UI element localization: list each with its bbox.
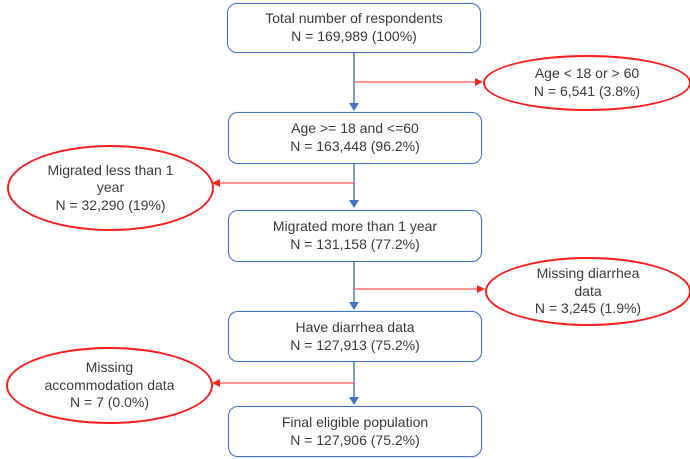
exclusion-ellipse-missing-accommodation-data: Missing accommodation data N = 7 (0.0%) [6, 347, 213, 424]
flow-arrow-2 [349, 162, 359, 208]
exclusion-line: Migrated less than 1 [47, 161, 174, 178]
arrowhead-left-icon [212, 379, 220, 387]
exclusion-ellipse-migrated-less-than-1-year: Migrated less than 1 year N = 32,290 (19… [7, 145, 214, 231]
arrowhead-down-icon [349, 200, 359, 208]
exclusion-ellipse-age: Age < 18 or > 60 N = 6,541 (3.8%) [483, 55, 690, 111]
box-label: Total number of respondents [265, 10, 443, 27]
box-count: N = 169,989 (100%) [291, 28, 417, 44]
exclusion-count: N = 7 (0.0%) [70, 394, 149, 411]
arrowhead-right-icon [475, 78, 483, 86]
arrowhead-right-icon [477, 285, 485, 293]
exclusion-line: accommodation data [44, 376, 175, 393]
box-count: N = 131,158 (77.2%) [290, 236, 420, 252]
arrowhead-down-icon [349, 103, 359, 111]
exclusion-arrow-2 [212, 179, 354, 187]
exclusion-count: N = 6,541 (3.8%) [533, 83, 641, 99]
flow-arrow-4 [349, 360, 359, 405]
box-label: Migrated more than 1 year [272, 218, 438, 235]
flow-box-total-respondents: Total number of respondents N = 169,989 … [227, 3, 481, 53]
exclusion-arrow-3 [354, 285, 485, 293]
arrowhead-down-icon [349, 397, 359, 405]
box-count: N = 163,448 (96.2%) [290, 138, 420, 154]
box-label: Final eligible population [281, 413, 429, 430]
exclusion-count: N = 32,290 (19%) [55, 196, 166, 213]
flow-arrow-3 [349, 260, 359, 310]
flow-box-final-eligible-population: Final eligible population N = 127,906 (7… [228, 406, 482, 457]
exclusion-line: year [96, 179, 125, 196]
flow-box-age-eligible: Age >= 18 and <=60 N = 163,448 (96.2%) [228, 112, 482, 164]
exclusion-line: Age < 18 or > 60 [534, 65, 640, 82]
arrowhead-down-icon [349, 302, 359, 310]
exclusion-count: N = 3,245 (1.9%) [534, 300, 642, 317]
box-count: N = 127,913 (75.2%) [290, 336, 420, 353]
box-count: N = 127,906 (75.2%) [290, 431, 420, 448]
box-label: Have diarrhea data [295, 318, 415, 335]
flow-arrow-1 [349, 51, 359, 111]
flow-box-migrated-more-than-1-year: Migrated more than 1 year N = 131,158 (7… [228, 210, 482, 262]
flow-box-have-diarrhea-data: Have diarrhea data N = 127,913 (75.2%) [228, 311, 482, 362]
box-label: Age >= 18 and <=60 [291, 120, 419, 137]
exclusion-ellipse-missing-diarrhea-data: Missing diarrhea data N = 3,245 (1.9%) [485, 257, 690, 326]
exclusion-arrow-1 [354, 78, 483, 86]
exclusion-arrow-4 [212, 379, 354, 387]
exclusion-line: data [574, 282, 602, 299]
exclusion-line: Missing [85, 359, 134, 376]
exclusion-line: Missing diarrhea [536, 265, 640, 282]
